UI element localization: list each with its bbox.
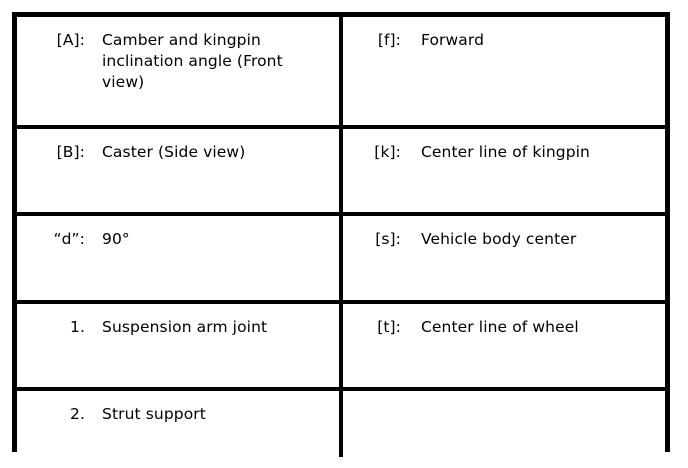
table-row: [B]: Caster (Side view) [k]: Center line… <box>17 125 665 214</box>
legend-description: Camber and kingpin inclination angle (Fr… <box>102 31 283 91</box>
legend-tag: 2. <box>70 405 85 423</box>
legend-cell-left-1: [A]: Camber and kingpin inclination angl… <box>17 17 341 127</box>
legend-cell-right-5-empty <box>339 387 665 457</box>
legend-tag: 1. <box>70 318 85 336</box>
legend-cell-right-3: [s]: Vehicle body center <box>339 212 665 302</box>
table-row: 2. Strut support <box>17 387 665 457</box>
legend-cell-right-4: [t]: Center line of wheel <box>339 300 665 389</box>
legend-table-grid: [A]: Camber and kingpin inclination angl… <box>17 17 665 457</box>
legend-description: Suspension arm joint <box>102 318 268 336</box>
legend-tag: [B]: <box>56 143 85 161</box>
legend-tag: [f]: <box>377 31 401 49</box>
legend-cell-left-5: 2. Strut support <box>17 387 341 457</box>
legend-description: Forward <box>421 31 485 49</box>
legend-description: Center line of kingpin <box>421 143 590 161</box>
legend-cell-left-4: 1. Suspension arm joint <box>17 300 341 389</box>
table-row: [A]: Camber and kingpin inclination angl… <box>17 17 665 127</box>
table-row: 1. Suspension arm joint [t]: Center line… <box>17 300 665 389</box>
legend-cell-right-1: [f]: Forward <box>339 17 665 127</box>
legend-description: Vehicle body center <box>421 230 577 248</box>
legend-cell-left-3: “d”: 90° <box>17 212 341 302</box>
legend-tag: [A]: <box>56 31 85 49</box>
legend-description: Center line of wheel <box>421 318 579 336</box>
legend-description: Caster (Side view) <box>102 143 246 161</box>
legend-description: 90° <box>102 230 130 248</box>
legend-tag: [t]: <box>377 318 401 336</box>
legend-tag: [s]: <box>375 230 401 248</box>
legend-tag: [k]: <box>374 143 401 161</box>
legend-cell-left-2: [B]: Caster (Side view) <box>17 125 341 214</box>
legend-cell-right-2: [k]: Center line of kingpin <box>339 125 665 214</box>
legend-description: Strut support <box>102 405 206 423</box>
table-row: “d”: 90° [s]: Vehicle body center <box>17 212 665 302</box>
legend-tag: “d”: <box>53 230 85 248</box>
legend-table: [A]: Camber and kingpin inclination angl… <box>12 12 670 457</box>
